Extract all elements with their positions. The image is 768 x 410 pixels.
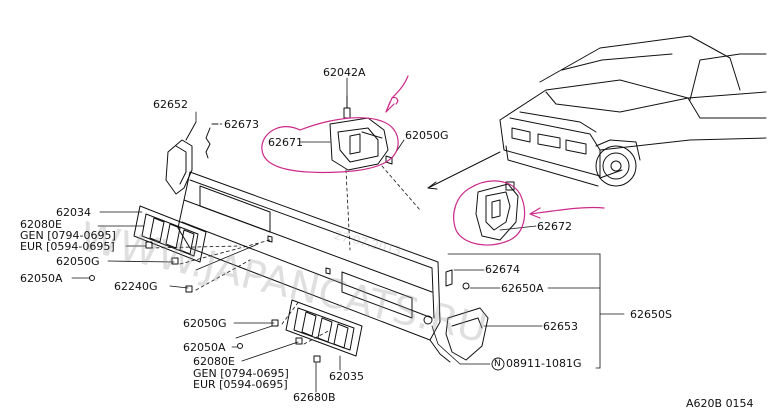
- bracket-62671: [329, 95, 393, 171]
- label-62650S: 62650S: [630, 308, 672, 321]
- annotation-arrow-right: [529, 206, 605, 219]
- annotation-circle-62672: [453, 180, 526, 246]
- label-62050G-left: 62050G: [56, 255, 100, 268]
- label-62240G: 62240G: [114, 280, 158, 293]
- label-62653: 62653: [543, 320, 578, 333]
- grille-62035: [285, 299, 363, 357]
- label-08911-1081G: 08911-1081G: [506, 357, 582, 370]
- grille-62034: [133, 205, 207, 263]
- label-62035: 62035: [329, 370, 364, 383]
- truck-illustration: [499, 35, 767, 187]
- label-62050G-bottom: 62050G: [183, 317, 227, 330]
- label-62674: 62674: [485, 263, 520, 276]
- annotations: [261, 75, 605, 246]
- bumper-main: [177, 171, 451, 363]
- label-gen-bottom: GEN [0794-0695]: [193, 367, 289, 380]
- annotation-circle-62671: [261, 117, 399, 174]
- label-62080E-left: 62080E: [20, 218, 62, 231]
- label-gen-left: GEN [0794-0695]: [20, 229, 116, 242]
- label-bolt-symbol: N: [494, 359, 501, 369]
- leader-lines: [71, 77, 625, 393]
- diagram-id: A620B 0154: [686, 397, 754, 410]
- end-cap-left: [165, 121, 197, 195]
- dashed-lines: [149, 165, 421, 345]
- label-62050G-top: 62050G: [405, 129, 449, 142]
- label-62080E-bottom: 62080E: [193, 355, 235, 368]
- label-62650A: 62650A: [501, 282, 544, 295]
- label-62671: 62671: [268, 136, 303, 149]
- fasteners: [89, 241, 470, 363]
- label-62652: 62652: [153, 98, 188, 111]
- label-62050A-bottom: 62050A: [183, 341, 226, 354]
- label-62673: 62673: [224, 118, 259, 131]
- clip-62673: [205, 123, 219, 159]
- label-62034: 62034: [56, 206, 91, 219]
- label-62680B: 62680B: [293, 391, 336, 404]
- bracket-62672: [475, 181, 519, 241]
- end-cap-right: [445, 307, 489, 361]
- annotation-arrow-top: [385, 75, 409, 113]
- label-62672: 62672: [537, 220, 572, 233]
- label-62042A: 62042A: [323, 66, 366, 79]
- label-62050A-left: 62050A: [20, 272, 63, 285]
- arrow-to-truck: [427, 151, 501, 190]
- label-eur-bottom: EUR [0594-0695]: [193, 378, 288, 391]
- label-eur-left: EUR [0594-0695]: [20, 240, 115, 253]
